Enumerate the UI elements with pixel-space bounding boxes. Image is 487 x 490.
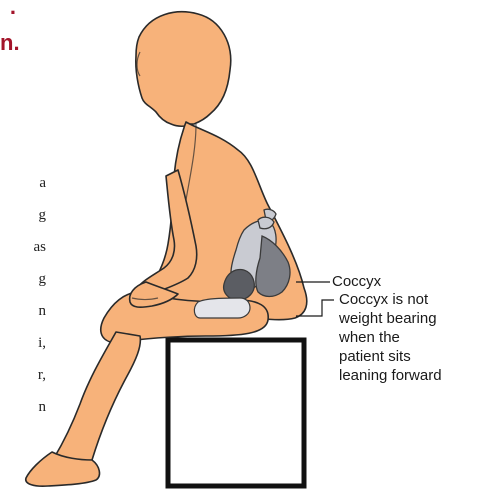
- note-line: weight bearing: [339, 309, 485, 328]
- coccyx-label: Coccyx: [332, 272, 381, 291]
- note-line: when the: [339, 328, 485, 347]
- note-line: leaning forward: [339, 366, 485, 385]
- note-label: Coccyx is not weight bearing when the pa…: [339, 290, 485, 385]
- note-line: Coccyx is not: [339, 290, 485, 309]
- note-line: patient sits: [339, 347, 485, 366]
- stool-box: [168, 340, 304, 486]
- femur-bone: [194, 298, 250, 318]
